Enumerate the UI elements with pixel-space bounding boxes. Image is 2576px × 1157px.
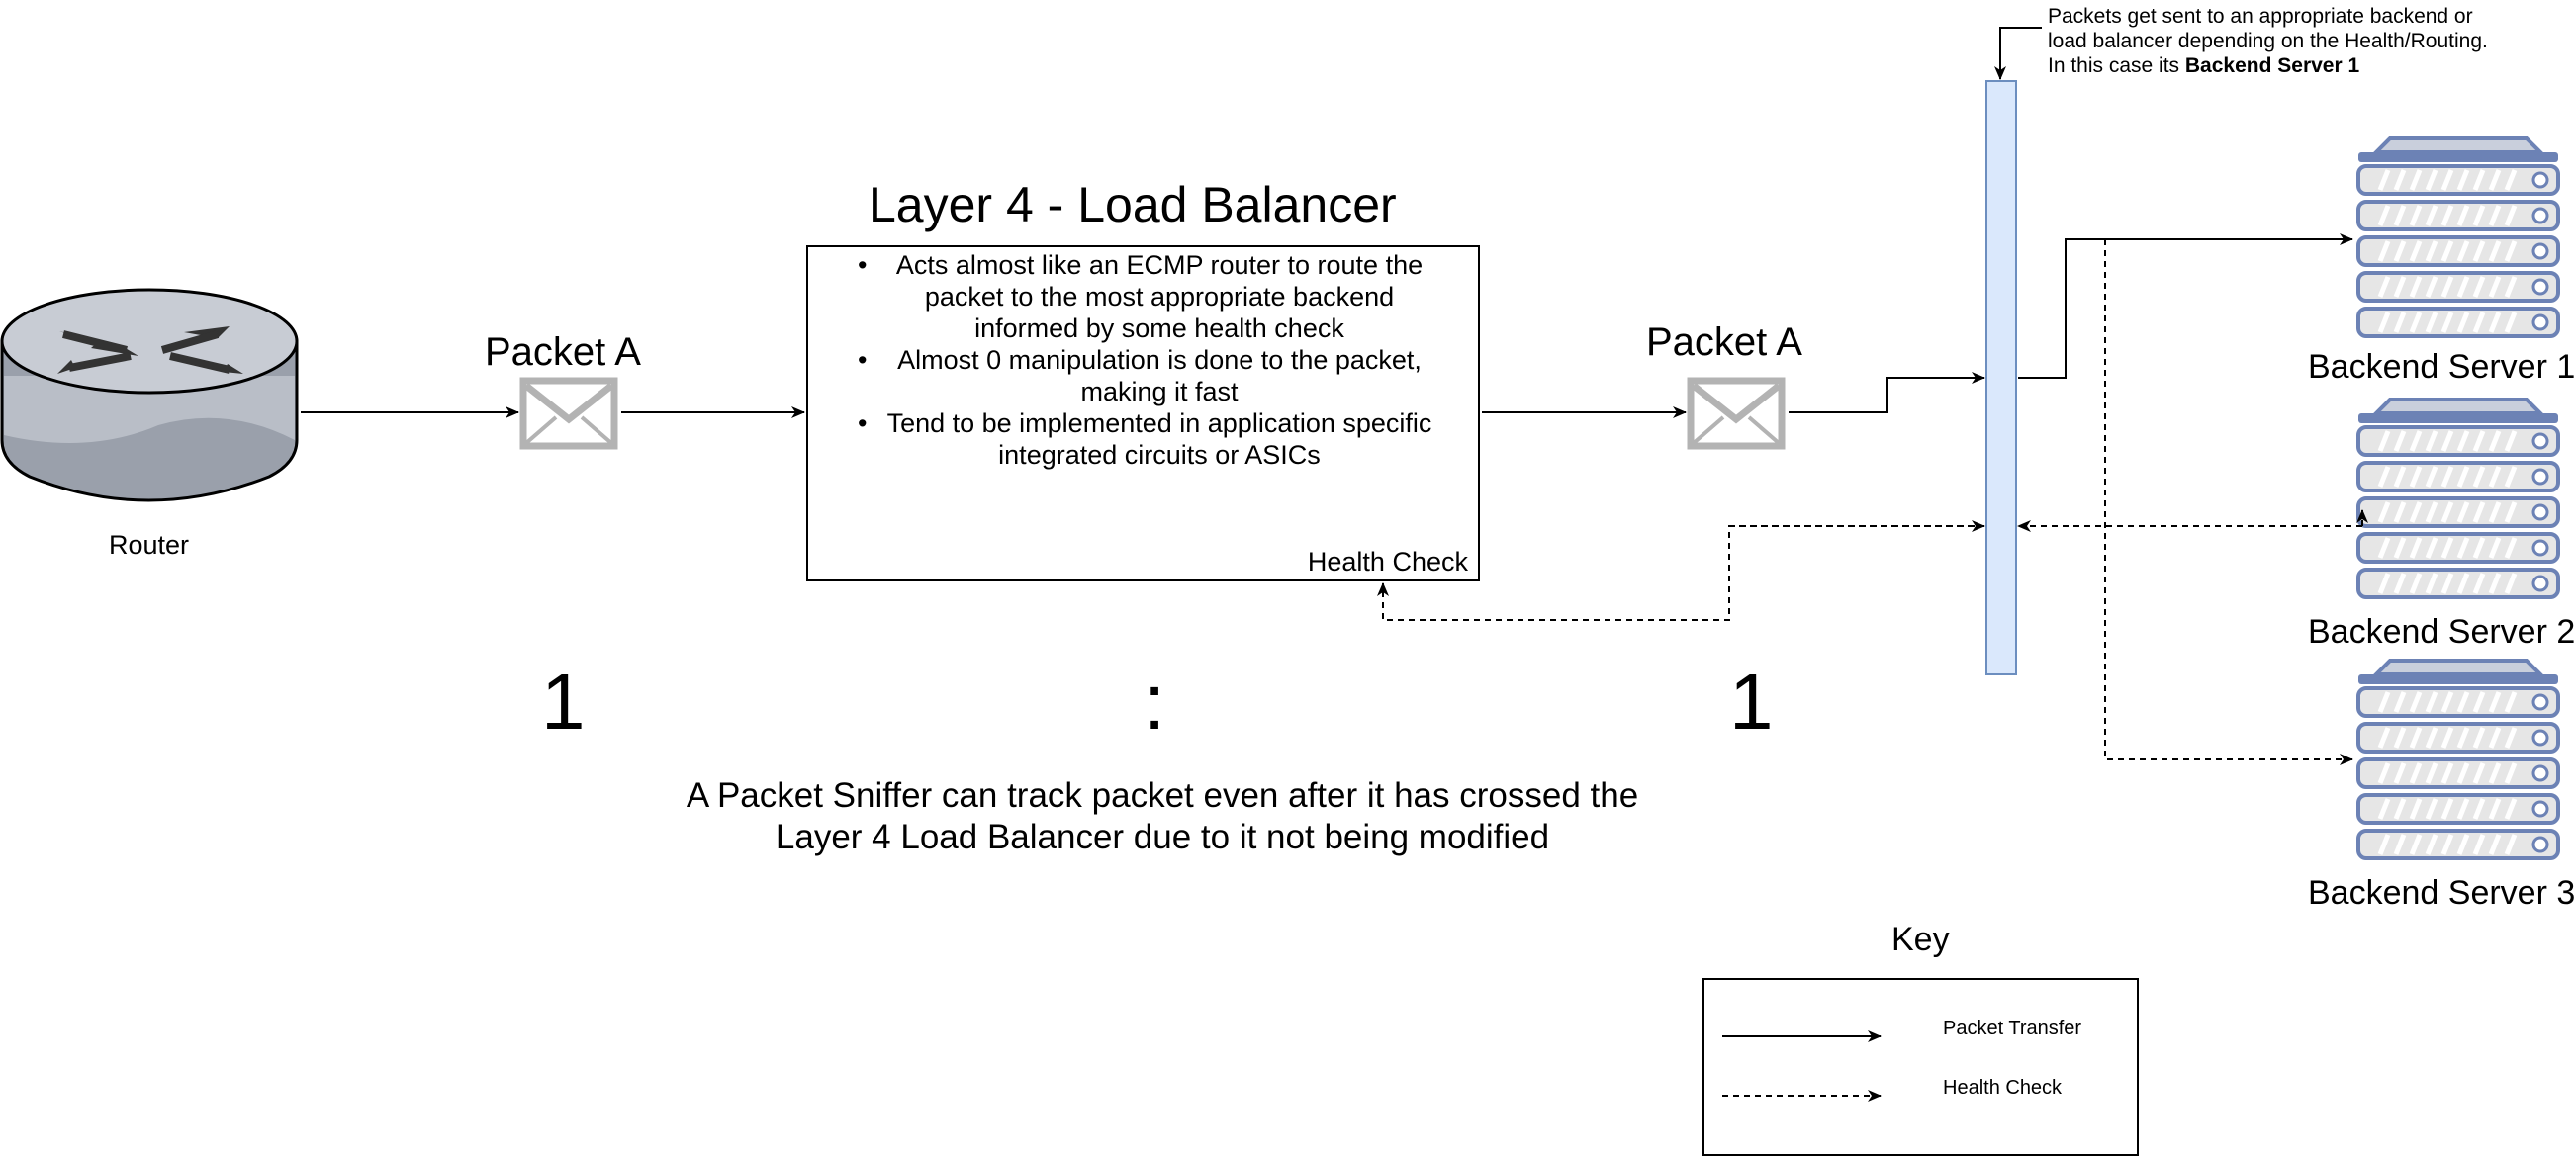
key-health-check-label: Health Check bbox=[1943, 1077, 2063, 1099]
routing-note-line-1: Packets get sent to an appropriate backe… bbox=[2048, 5, 2473, 28]
router-icon bbox=[0, 288, 299, 502]
health-check-arrows bbox=[1377, 239, 2368, 765]
load-balancer-bullets: Acts almost like an ECMP router to route… bbox=[848, 249, 1441, 471]
key-packet-transfer-label: Packet Transfer bbox=[1943, 1018, 2082, 1039]
packet-label-1: Packet A bbox=[485, 330, 641, 374]
sniffer-note-line-1: A Packet Sniffer can track packet even a… bbox=[686, 776, 1639, 815]
backend-server-2-label: Backend Server 2 bbox=[2308, 613, 2576, 651]
ratio-separator: : bbox=[1144, 658, 1166, 746]
packet-a-envelope-icon-1 bbox=[523, 381, 614, 446]
bullet-item: Tend to be implemented in application sp… bbox=[848, 407, 1441, 471]
packet-transfer-arrows bbox=[301, 27, 2353, 418]
bullet-item: Acts almost like an ECMP router to route… bbox=[848, 249, 1441, 344]
load-balancer-title: Layer 4 - Load Balancer bbox=[869, 177, 1397, 232]
bullet-item: Almost 0 manipulation is done to the pac… bbox=[848, 344, 1441, 407]
packet-label-2: Packet A bbox=[1646, 320, 1802, 364]
ratio-right: 1 bbox=[1729, 658, 1774, 746]
routing-note-prefix: In this case its bbox=[2048, 54, 2185, 77]
key-box bbox=[1702, 978, 2139, 1156]
routing-note-bold: Backend Server 1 bbox=[2184, 54, 2360, 77]
load-balancer-box: Acts almost like an ECMP router to route… bbox=[806, 245, 1480, 581]
health-check-label: Health Check bbox=[1307, 547, 1468, 577]
backend-server-3-label: Backend Server 3 bbox=[2308, 874, 2576, 912]
routing-note-line-2: load balancer depending on the Health/Ro… bbox=[2048, 30, 2488, 52]
sniffer-note-line-2: Layer 4 Load Balancer due to it not bein… bbox=[775, 818, 1550, 856]
routing-switch-bar bbox=[1985, 80, 2017, 675]
router-label: Router bbox=[109, 530, 190, 560]
routing-note: Packets get sent to an appropriate backe… bbox=[2048, 4, 2488, 78]
routing-note-line-3: In this case its Backend Server 1 bbox=[2048, 53, 2488, 78]
backend-server-1-icon bbox=[2358, 138, 2558, 336]
ratio-left: 1 bbox=[541, 658, 586, 746]
backend-server-1-label: Backend Server 1 bbox=[2308, 348, 2576, 386]
packet-sniffer-note: A Packet Sniffer can track packet even a… bbox=[594, 775, 1731, 858]
packet-a-envelope-icon-2 bbox=[1691, 381, 1782, 446]
backend-server-2-icon bbox=[2358, 400, 2558, 597]
key-title: Key bbox=[1891, 921, 1950, 958]
backend-server-3-icon bbox=[2358, 661, 2558, 858]
